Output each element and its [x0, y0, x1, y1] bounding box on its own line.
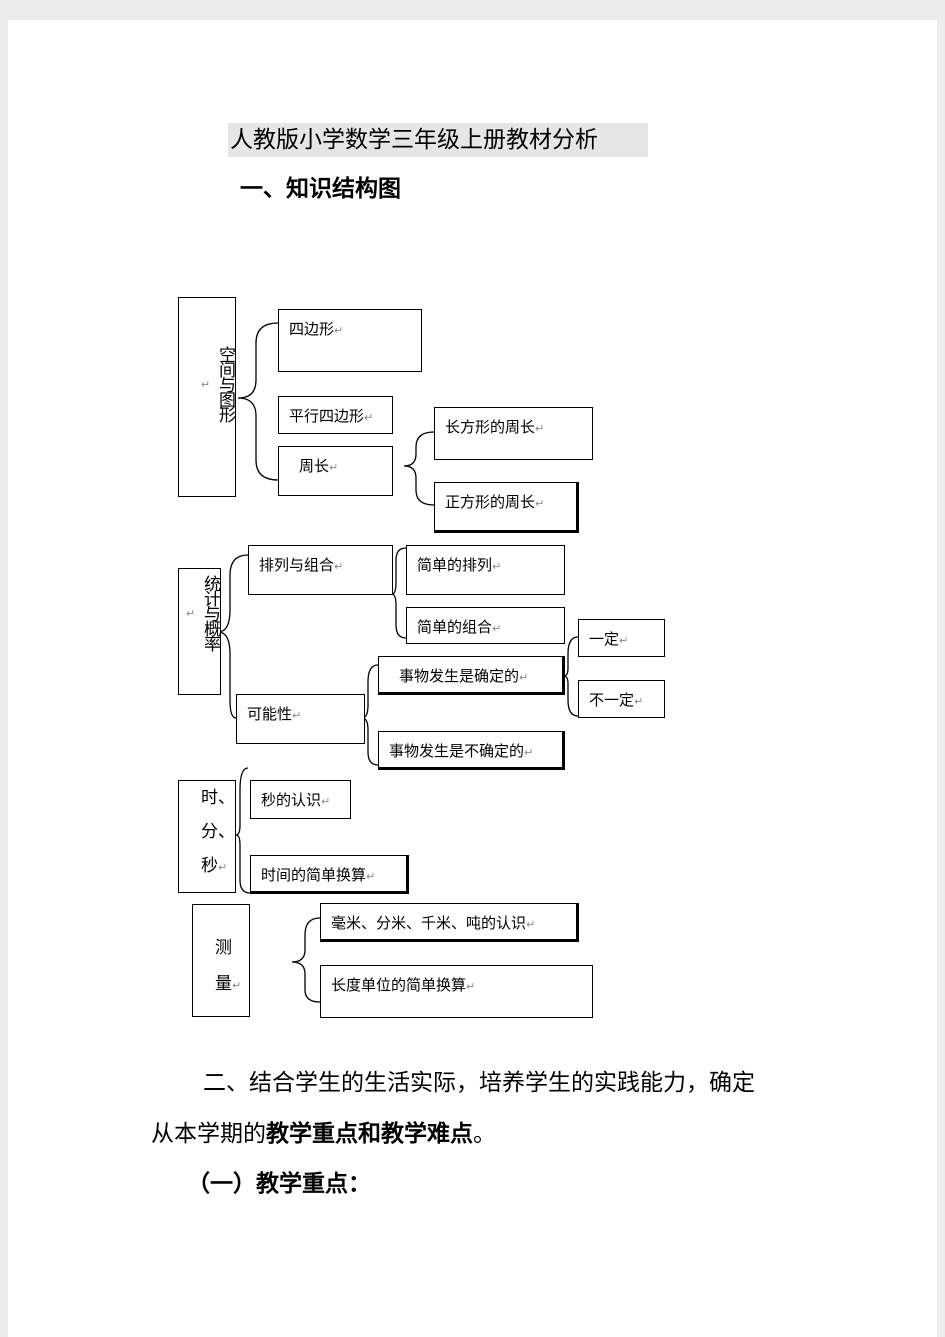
category-space-label: 空间与图形↵ — [179, 346, 235, 421]
category-space-and-shapes: 空间与图形↵ — [178, 297, 236, 497]
category-measurement: 测 量↵ — [192, 904, 250, 1017]
category-time-label-3: 秒↵ — [201, 856, 228, 876]
paragraph-2-bold-text: 教学重点和教学难点 — [266, 1120, 473, 1147]
paragraph-2-line-2-start: 从本学期的 — [151, 1121, 266, 1147]
node-simple-combination-label: 简单的组合↵ — [417, 618, 502, 636]
node-permutation-combination: 排列与组合↵ — [248, 545, 393, 595]
node-square-perimeter-label: 正方形的周长↵ — [445, 493, 545, 511]
node-not-definitely-label: 不一定↵ — [589, 691, 644, 709]
return-mark-icon: ↵ — [292, 709, 302, 722]
return-mark-icon: ↵ — [321, 795, 331, 808]
node-uncertain-event: 事物发生是不确定的↵ — [378, 731, 565, 770]
node-simple-permutation: 简单的排列↵ — [406, 545, 565, 595]
return-mark-icon: ↵ — [519, 671, 529, 684]
node-simple-permutation-label: 简单的排列↵ — [417, 556, 502, 574]
category-measurement-label-2: 量↵ — [215, 974, 242, 994]
return-mark-icon: ↵ — [466, 980, 476, 993]
category-measurement-label-1: 测 — [215, 938, 232, 958]
node-time-conversion: 时间的简单换算↵ — [250, 855, 409, 894]
return-mark-icon: ↵ — [524, 746, 534, 759]
node-possibility: 可能性↵ — [236, 694, 365, 744]
category-time-label-1: 时、 — [201, 788, 235, 808]
node-definitely-label: 一定↵ — [589, 630, 629, 648]
section-heading-key-points: （一）教学重点： — [187, 1170, 371, 1197]
node-definitely: 一定↵ — [578, 619, 665, 657]
node-square-perimeter: 正方形的周长↵ — [434, 482, 579, 533]
return-mark-icon: ↵ — [535, 497, 545, 510]
section-heading-structure: 一、知识结构图 — [240, 175, 401, 202]
node-perimeter-label: 周长↵ — [299, 457, 339, 475]
return-mark-icon: ↵ — [535, 422, 545, 435]
node-units-recognition-label: 毫米、分米、千米、吨的认识↵ — [331, 914, 536, 932]
node-rectangle-perimeter-label: 长方形的周长↵ — [445, 418, 545, 436]
node-perimeter: 周长↵ — [278, 446, 393, 496]
node-quadrilateral-label: 四边形↵ — [289, 320, 344, 338]
return-mark-icon: ↵ — [492, 560, 502, 573]
paragraph-2-end: 。 — [473, 1121, 496, 1147]
node-seconds-label: 秒的认识↵ — [261, 791, 331, 809]
return-mark-icon: ↵ — [334, 560, 344, 573]
return-mark-icon: ↵ — [199, 378, 212, 389]
return-mark-icon: ↵ — [329, 461, 339, 474]
return-mark-icon: ↵ — [366, 870, 376, 883]
node-quadrilateral: 四边形↵ — [278, 309, 422, 372]
node-rectangle-perimeter: 长方形的周长↵ — [434, 407, 593, 460]
paragraph-2-line-1: 二、结合学生的生活实际，培养学生的实践能力，确定 — [203, 1070, 755, 1096]
node-time-conversion-label: 时间的简单换算↵ — [261, 866, 376, 884]
return-mark-icon: ↵ — [334, 324, 344, 337]
node-parallelogram-label: 平行四边形↵ — [289, 407, 374, 425]
return-mark-icon: ↵ — [526, 918, 536, 931]
node-parallelogram: 平行四边形↵ — [278, 396, 393, 434]
return-mark-icon: ↵ — [634, 695, 644, 708]
node-certain-event: 事物发生是确定的↵ — [378, 656, 565, 695]
category-statistics-probability: 统计与概率↵ — [178, 568, 221, 695]
node-simple-combination: 简单的组合↵ — [406, 607, 565, 644]
node-seconds: 秒的认识↵ — [250, 780, 351, 819]
paragraph-2-line-2: 从本学期的教学重点和教学难点。 — [151, 1117, 496, 1151]
node-possibility-label: 可能性↵ — [247, 705, 302, 723]
document-title: 人教版小学数学三年级上册教材分析 — [228, 123, 648, 157]
return-mark-icon: ↵ — [619, 634, 629, 647]
node-units-recognition: 毫米、分米、千米、吨的认识↵ — [320, 903, 579, 942]
node-uncertain-event-label: 事物发生是不确定的↵ — [389, 742, 534, 760]
node-length-conversion-label: 长度单位的简单换算↵ — [331, 976, 476, 994]
node-length-conversion: 长度单位的简单换算↵ — [320, 965, 593, 1018]
return-mark-icon: ↵ — [364, 411, 374, 424]
return-mark-icon: ↵ — [492, 622, 502, 635]
return-mark-icon: ↵ — [218, 861, 228, 874]
node-permutation-combination-label: 排列与组合↵ — [259, 556, 344, 574]
node-certain-event-label: 事物发生是确定的↵ — [399, 667, 529, 685]
category-statistics-label: 统计与概率↵ — [179, 575, 220, 650]
return-mark-icon: ↵ — [232, 979, 242, 992]
category-time: 时、 分、 秒↵ — [178, 780, 236, 893]
category-time-label-2: 分、 — [201, 822, 235, 842]
return-mark-icon: ↵ — [184, 607, 197, 618]
node-not-definitely: 不一定↵ — [578, 680, 665, 718]
